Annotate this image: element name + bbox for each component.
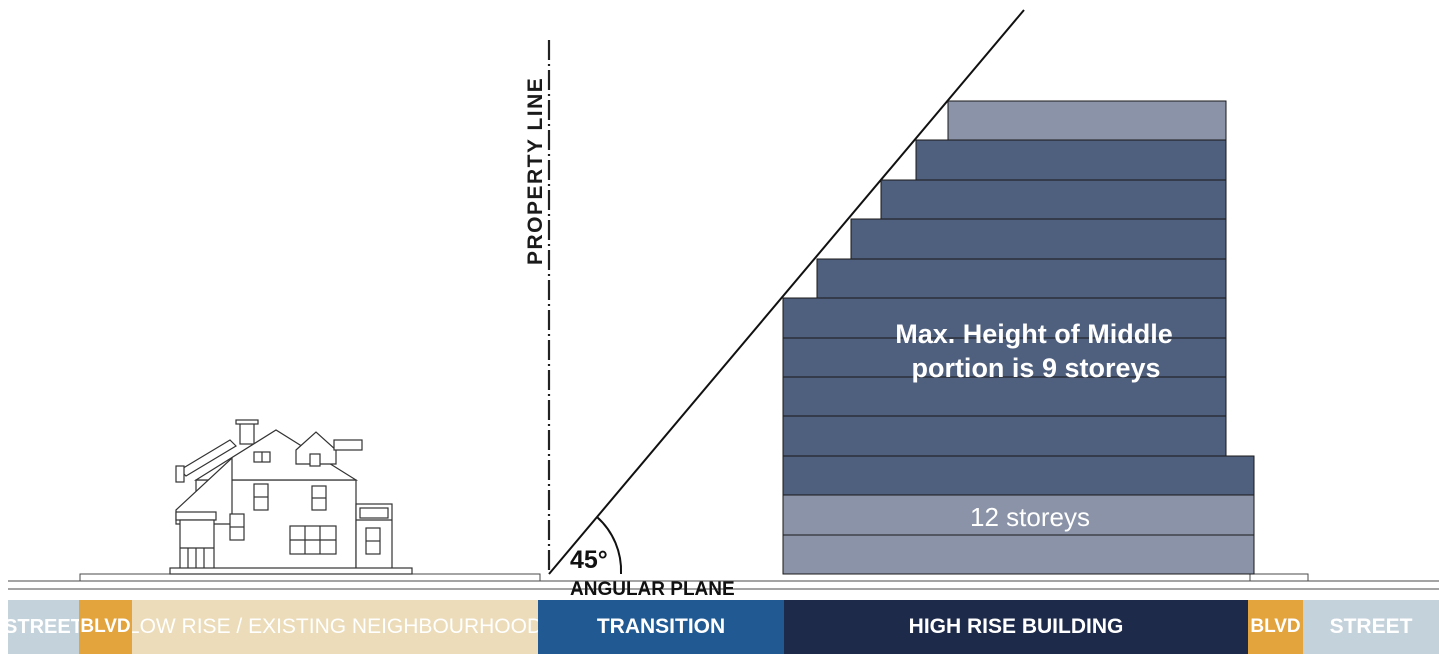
storey-9 [850,218,1227,260]
angular-plane-line [548,9,1025,575]
storey-8 [816,258,1227,299]
zone-street-left: STREET [8,600,79,654]
angle-label: 45° [570,546,608,574]
storey-7 [782,297,1227,339]
storey-4 [782,415,1227,457]
total-storeys-label: 12 storeys [970,502,1090,532]
storey-5 [782,376,1227,417]
angular-plane-label: ANGULAR PLANE [570,579,735,600]
angle-arc [596,516,623,575]
property-line-label: PROPERTY LINE [524,77,547,265]
existing-house [169,419,413,575]
middle-height-note-line2: portion is 9 storeys [911,353,1160,383]
storey-11 [915,139,1227,181]
zone-street-right: STREET [1303,600,1439,654]
storey-6 [782,337,1227,378]
middle-height-note-line1: Max. Height of Middle [895,319,1173,349]
zone-blvd-left: BLVD [79,600,132,654]
zone-low-rise: LOW RISE / EXISTING NEIGHBOURHOOD [132,600,538,654]
high-rise-building [782,100,1255,575]
zone-high-rise: HIGH RISE BUILDING [784,600,1248,654]
storey-12 [947,100,1227,141]
storey-3 [782,455,1255,496]
angular-plane-diagram: PROPERTY LINE 45° ANGULAR PLANE Max. Hei… [8,9,1439,600]
zone-blvd-right: BLVD [1248,600,1303,654]
storey-10 [880,179,1227,220]
storey-1 [782,534,1255,575]
zone-transition: TRANSITION [538,600,784,654]
